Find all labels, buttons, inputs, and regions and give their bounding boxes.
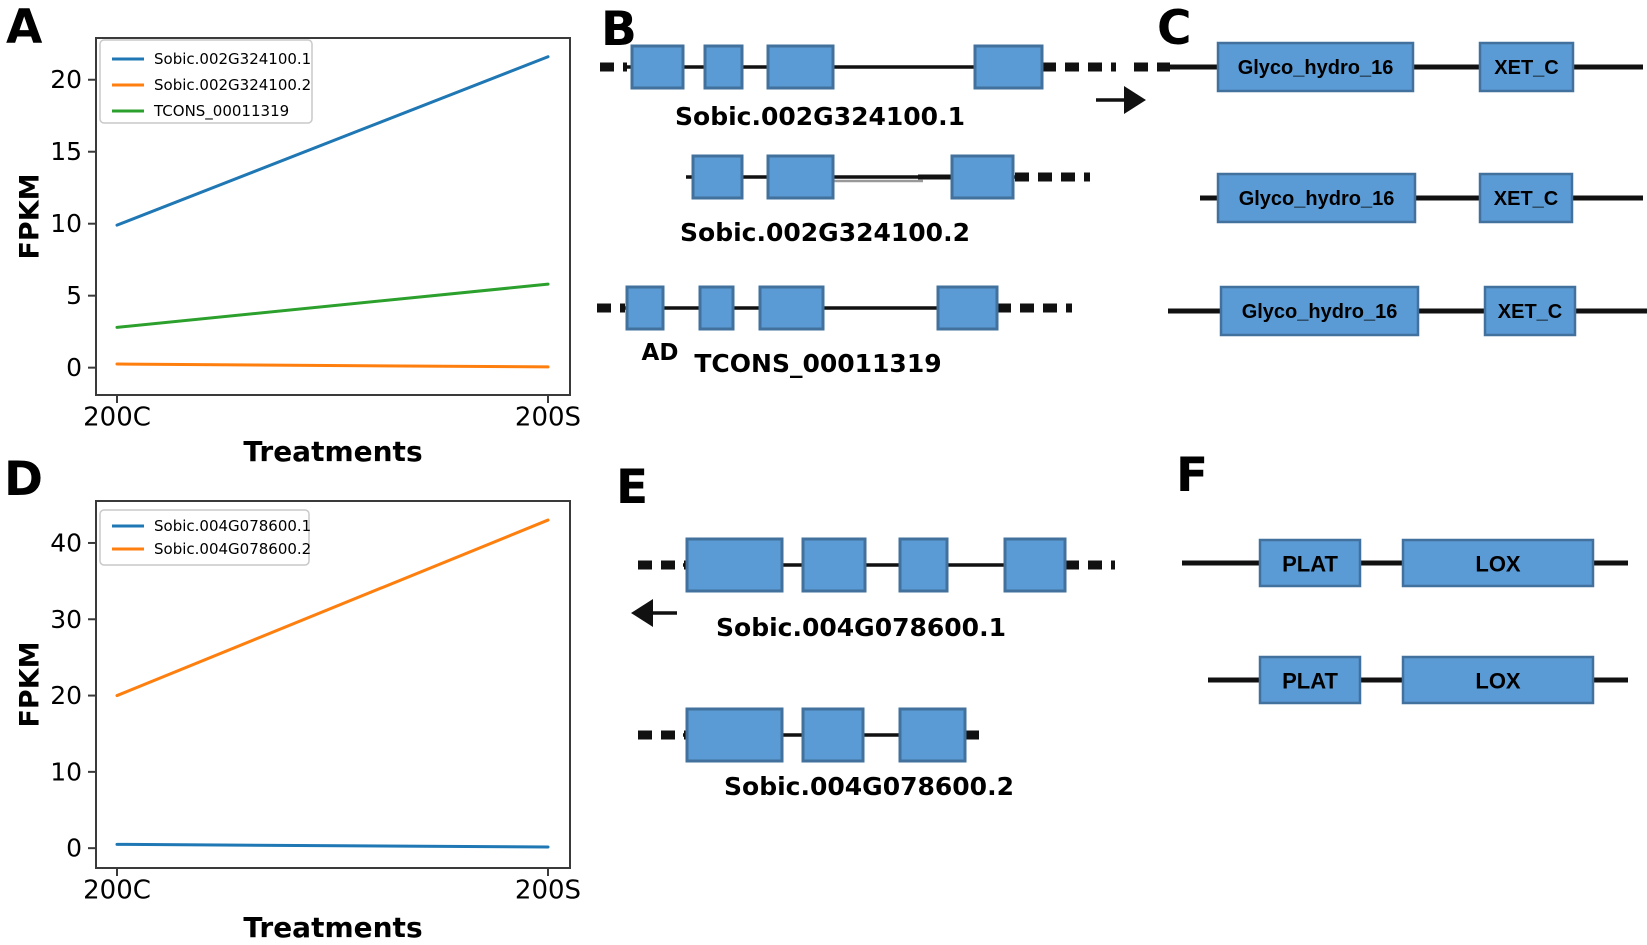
transcript-label: Sobic.002G324100.1: [675, 102, 965, 131]
y-tick-label: 40: [50, 528, 82, 557]
exon-box: [685, 537, 784, 593]
panel-label-e: E: [616, 460, 650, 515]
y-tick-label: 0: [66, 353, 82, 382]
y-tick-label: 20: [50, 65, 82, 94]
domain-label: PLAT: [1282, 552, 1338, 577]
domain-box: [1216, 172, 1417, 224]
y-axis-title: FPKM: [15, 641, 46, 727]
x-tick-label: 200S: [515, 875, 581, 905]
y-tick-label: 10: [50, 209, 82, 238]
exon-box: [766, 44, 835, 90]
domain-label: LOX: [1475, 669, 1521, 694]
domain-box: [1219, 285, 1420, 337]
domain-box: [1401, 655, 1595, 705]
fpkm-line-chart-panel-d: 0 10 20 30 40 200C 200S Treatments FPKM Sobic.004…: [15, 500, 581, 944]
exon-box: [698, 285, 735, 331]
transcript-label: Sobic.002G324100.2: [680, 218, 970, 247]
exon-box: [691, 154, 744, 200]
panel-label-c: C: [1157, 1, 1193, 56]
exon-box: [898, 707, 967, 763]
y-tick-label: 5: [66, 281, 82, 310]
legend-box: [99, 509, 310, 566]
series-line-TCONS_00011319: [115, 282, 550, 329]
transcript-label: Sobic.004G078600.2: [724, 772, 1014, 801]
y-tick-label: 20: [50, 681, 82, 710]
legend-label: TCONS_00011319: [153, 102, 289, 121]
exon-box: [950, 154, 1015, 200]
transcript-label: Sobic.004G078600.1: [716, 613, 1006, 642]
domain-label: PLAT: [1282, 669, 1338, 694]
domain-box: [1478, 41, 1575, 93]
exon-box: [630, 44, 685, 90]
exon-box: [625, 285, 665, 331]
domain-box: [1258, 538, 1362, 588]
panel-label-f: F: [1176, 448, 1210, 503]
legend-label: Sobic.004G078600.2: [154, 540, 311, 558]
exon-box: [1003, 537, 1067, 593]
domain-label: XET_C: [1494, 57, 1558, 79]
legend-label: Sobic.002G324100.2: [154, 76, 311, 94]
fpkm-line-chart-panel-a: 0 5 10 15 20 200C 200S Treatments FPKM Sobic.002G…: [15, 37, 581, 468]
exon-box: [766, 154, 835, 200]
x-axis-title: Treatments: [243, 911, 422, 944]
y-tick-label: 10: [50, 757, 82, 786]
x-tick-label: 200C: [83, 875, 151, 905]
series-line-Sobic.004G078600.2: [115, 518, 550, 698]
exon-box: [801, 537, 867, 593]
domain-box: [1483, 285, 1577, 337]
series-line-Sobic.004G078600.1: [115, 842, 550, 849]
series-line-Sobic.002G324100.2: [115, 362, 550, 369]
panel-label-a: A: [6, 0, 44, 55]
x-axis-title: Treatments: [243, 435, 422, 468]
domain-box: [1258, 655, 1362, 705]
panel-label-d: D: [4, 452, 45, 507]
y-tick-label: 30: [50, 605, 82, 634]
strand-arrow-right-icon: [1124, 86, 1146, 114]
plot-frame: [95, 500, 571, 869]
legend-label: Sobic.004G078600.1: [154, 517, 311, 535]
domain-label: Glyco_hydro_16: [1239, 188, 1395, 210]
exon-box: [801, 707, 865, 763]
transcript-label: TCONS_00011319: [694, 349, 941, 378]
domain-box: [1216, 41, 1415, 93]
legend-label: Sobic.002G324100.1: [154, 50, 311, 68]
domain-label: XET_C: [1494, 188, 1558, 210]
domain-box: [1401, 538, 1595, 588]
protein-domain-diagram-panel-f: PLAT LOX PLAT LOX: [1182, 538, 1628, 705]
plot-frame: [95, 37, 571, 396]
exon-box: [898, 537, 949, 593]
y-tick-label: 0: [66, 834, 82, 863]
y-tick-label: 15: [50, 137, 82, 166]
y-axis-title: FPKM: [15, 173, 46, 259]
exon-box: [973, 44, 1044, 90]
exon-box: [685, 707, 784, 763]
domain-label: Glyco_hydro_16: [1238, 57, 1394, 79]
strand-arrow-left-icon: [631, 599, 653, 627]
domain-box: [1478, 172, 1574, 224]
x-tick-label: 200S: [515, 402, 581, 432]
domain-label: LOX: [1475, 552, 1521, 577]
domain-label: Glyco_hydro_16: [1242, 301, 1398, 323]
exon-box: [936, 285, 999, 331]
transcript-label: AD: [642, 340, 679, 366]
domain-label: XET_C: [1498, 301, 1562, 323]
exon-box: [758, 285, 825, 331]
x-tick-label: 200C: [83, 402, 151, 432]
legend-box: [99, 39, 313, 124]
exon-box: [703, 44, 744, 90]
series-line-Sobic.002G324100.1: [115, 55, 550, 227]
